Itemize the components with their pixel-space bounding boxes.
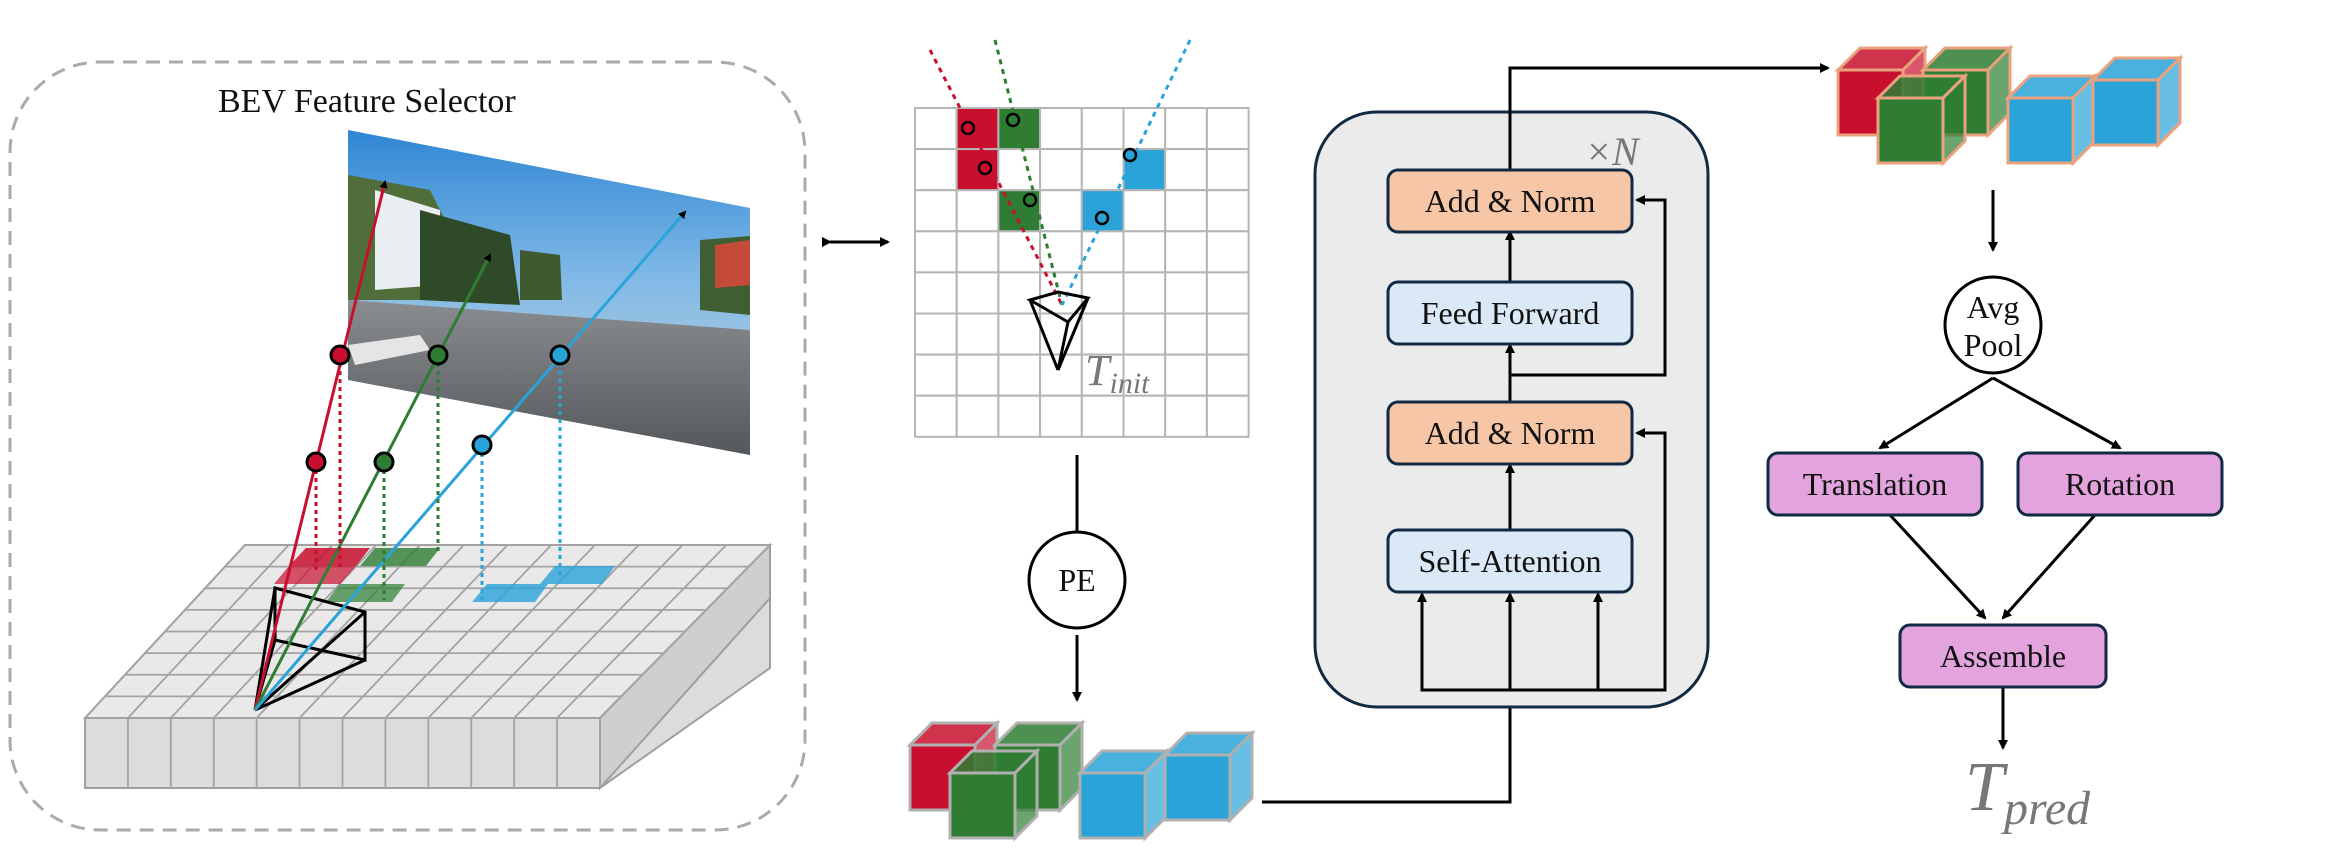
grid-cell bbox=[1080, 353, 1125, 397]
grid-cell bbox=[1039, 394, 1083, 438]
grid-rays bbox=[928, 39, 1192, 306]
grid-cell bbox=[1205, 107, 1250, 151]
grid-cell bbox=[1122, 230, 1167, 274]
grid-cell bbox=[1205, 271, 1250, 315]
add-norm-top: Add & Norm bbox=[1425, 183, 1596, 219]
bev-cell-red bbox=[289, 548, 370, 566]
rotation-box: Rotation bbox=[2065, 466, 2175, 502]
grid-cell bbox=[1080, 394, 1125, 438]
tokens-to-transformer-line bbox=[1262, 690, 1512, 804]
add-norm-bottom: Add & Norm bbox=[1425, 415, 1596, 451]
grid-cell bbox=[1122, 312, 1167, 356]
pe-label: PE bbox=[1058, 562, 1095, 598]
grid-cell bbox=[1205, 312, 1250, 356]
grid-cell bbox=[1080, 230, 1125, 274]
grid-cell bbox=[997, 312, 1042, 356]
camera-frustum-icon bbox=[253, 586, 367, 712]
assemble-box: Assemble bbox=[1940, 638, 2066, 674]
pose-output-label: Tpred bbox=[1965, 749, 2091, 835]
grid-cell bbox=[1164, 107, 1208, 151]
grid-cell bbox=[1205, 394, 1250, 438]
grid-cell bbox=[1122, 394, 1167, 438]
grid-cell bbox=[1164, 271, 1208, 315]
grid-cell bbox=[914, 312, 958, 356]
grid-cell bbox=[1205, 189, 1250, 233]
grid-cell bbox=[955, 271, 1000, 315]
camera-image bbox=[348, 130, 750, 455]
grid-cell bbox=[1039, 148, 1083, 192]
feature-cube-icon bbox=[2091, 78, 2160, 147]
grid-cell bbox=[1164, 312, 1208, 356]
feature-cube-icon bbox=[1163, 753, 1232, 822]
feature-cube-icon bbox=[2006, 96, 2075, 165]
feature-cube-icon bbox=[948, 771, 1017, 840]
selector-frame bbox=[8, 60, 807, 832]
translation-box: Translation bbox=[1803, 466, 1948, 502]
grid-cell bbox=[1122, 107, 1167, 151]
bev-grid-block bbox=[82, 542, 773, 791]
token-cubes-input bbox=[906, 719, 1256, 842]
grid-cell bbox=[997, 189, 1042, 233]
projection-rays bbox=[253, 180, 687, 711]
grid-cell bbox=[914, 107, 958, 151]
grid-cell bbox=[955, 353, 1000, 397]
grid-cell bbox=[1164, 148, 1208, 192]
grid-cell bbox=[1122, 148, 1167, 192]
pose-label-init: Tinit bbox=[1085, 346, 1150, 400]
grid-cell bbox=[914, 271, 958, 315]
bev-feature-selector-panel: BEV Feature Selector bbox=[8, 60, 807, 832]
bev-cell-green bbox=[360, 548, 440, 566]
feature-cube-icon bbox=[1078, 771, 1147, 840]
grid-cell bbox=[997, 148, 1042, 192]
grid-cell bbox=[1164, 189, 1208, 233]
grid-cell bbox=[1164, 394, 1208, 438]
grid-cell bbox=[914, 230, 958, 274]
selector-title: BEV Feature Selector bbox=[218, 83, 516, 120]
grid-cell bbox=[1039, 189, 1083, 233]
grid-cell bbox=[1039, 230, 1083, 274]
grid-cell bbox=[1205, 353, 1250, 397]
grid-cell bbox=[997, 107, 1042, 151]
feed-forward: Feed Forward bbox=[1421, 295, 1600, 331]
avg-pool-line2: Pool bbox=[1964, 327, 2023, 363]
grid-cell bbox=[1205, 230, 1250, 274]
grid-cell bbox=[1039, 312, 1083, 356]
grid-cell bbox=[1122, 271, 1167, 315]
grid-cell bbox=[997, 353, 1042, 397]
grid-cell bbox=[914, 148, 958, 192]
grid-cell bbox=[1080, 148, 1125, 192]
regression-head: Avg Pool Translation Rotation Assemble T… bbox=[1766, 190, 2224, 835]
avg-pool-line1: Avg bbox=[1967, 289, 2020, 325]
grid-cell bbox=[955, 394, 1000, 438]
transformer-block: ×N Add & Norm Feed Forward Add & Norm Se… bbox=[1313, 63, 1830, 709]
grid-cell bbox=[955, 230, 1000, 274]
grid-cell bbox=[1080, 107, 1125, 151]
camera-frustum-icon bbox=[1026, 290, 1091, 371]
grid-cell bbox=[955, 312, 1000, 356]
grid-cell bbox=[1164, 353, 1208, 397]
token-cubes-output bbox=[1834, 44, 2184, 167]
grid-cell bbox=[1080, 271, 1125, 315]
grid-cell bbox=[1039, 107, 1083, 151]
feature-cube-icon bbox=[1876, 96, 1945, 165]
pe-node: PE bbox=[1027, 530, 1127, 630]
bev-cell-green-2 bbox=[326, 584, 405, 602]
bev-cell-blue bbox=[472, 584, 548, 602]
bev-cell-red-2 bbox=[274, 566, 356, 584]
bev-cell-blue-2 bbox=[540, 566, 615, 584]
bev-topdown-grid: Tinit bbox=[914, 39, 1250, 438]
grid-cell bbox=[1122, 189, 1167, 233]
grid-cell bbox=[1205, 148, 1250, 192]
grid-cell bbox=[914, 189, 958, 233]
repeat-label: ×N bbox=[1585, 129, 1641, 174]
grid-cell bbox=[914, 353, 958, 397]
grid-cell bbox=[1164, 230, 1208, 274]
self-attention: Self-Attention bbox=[1418, 543, 1601, 579]
grid-cell bbox=[955, 189, 1000, 233]
grid-cell bbox=[997, 230, 1042, 274]
grid-cell bbox=[914, 394, 958, 438]
grid-cell bbox=[997, 394, 1042, 438]
